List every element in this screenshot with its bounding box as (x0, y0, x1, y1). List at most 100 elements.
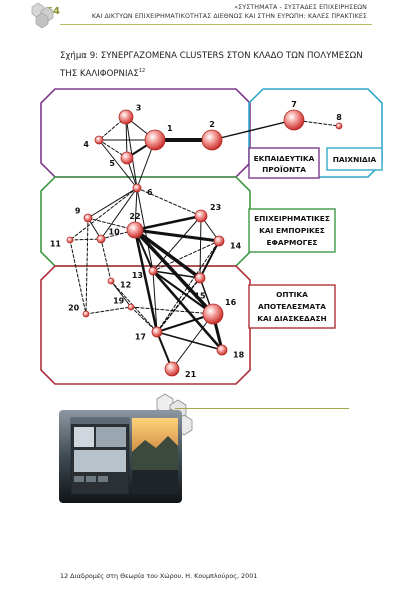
node-label-22: 22 (129, 212, 140, 221)
edge-23-15 (199, 215, 202, 279)
edge-9-20 (85, 217, 89, 315)
edge-6-11 (69, 187, 138, 241)
edge-13-17 (152, 270, 158, 333)
footnote-source: 12 Διαδρομές στη Θεωρία του Χώρου, Η. Κο… (60, 572, 258, 580)
node-label-17: 17 (135, 332, 146, 341)
node-label-5: 5 (109, 159, 115, 168)
node-9 (83, 213, 93, 223)
cluster-region-games (248, 88, 383, 178)
edge-3-6 (125, 116, 138, 189)
node-6 (132, 183, 142, 193)
edge-4-6 (98, 139, 138, 189)
node-label-14: 14 (230, 241, 242, 250)
running-header-line-2: ΚΑΙ ΔΙΚΤΥΩΝ ΕΠΙΧΕΙΡΗΜΑΤΙΚΟΤΗΤΑΣ ΔΙΕΘΝΩΣ … (91, 13, 367, 20)
node-10 (96, 234, 106, 244)
edge-6-9 (87, 187, 138, 219)
node-21 (164, 361, 180, 377)
node-14 (213, 235, 225, 247)
edge-12-17 (110, 280, 158, 333)
edge-22-14 (133, 228, 221, 243)
node-20 (82, 310, 90, 318)
svg-text:ΟΠΤΙΚΑ: ΟΠΤΙΚΑ (276, 290, 308, 299)
node-label-7: 7 (291, 100, 297, 109)
running-header-line-1: «ΣΥΣΤΗΜΑΤΑ - ΣΥΣΤΑΔΕΣ ΕΠΙΧΕΙΡΗΣΕΩΝ (234, 4, 367, 11)
svg-text:ΚΑΙ ΔΙΑΣΚΕΔΑΣΗ: ΚΑΙ ΔΙΑΣΚΕΔΑΣΗ (257, 314, 326, 323)
edge-6-13 (136, 187, 154, 272)
node-label-2: 2 (209, 120, 215, 129)
node-label-19: 19 (113, 296, 125, 305)
node-2 (201, 129, 223, 151)
svg-text:ΠΡΟΪΟΝΤΑ: ΠΡΟΪΟΝΤΑ (262, 165, 306, 174)
node-4 (94, 135, 104, 145)
node-label-1: 1 (167, 124, 173, 133)
figure-caption: Σχήμα 9: ΣΥΝΕΡΓΑΖΟΜΕΝΑ CLUSTERS ΣΤΟΝ ΚΛΑ… (60, 49, 370, 82)
edge-13-16 (152, 270, 214, 315)
node-label-10: 10 (109, 228, 121, 237)
software-screenshot-photo (59, 410, 182, 503)
edge-10-12 (100, 238, 112, 282)
node-15 (194, 272, 206, 284)
node-3 (118, 109, 134, 125)
node-label-4: 4 (83, 140, 89, 149)
edge-17-14 (156, 240, 220, 333)
edge-14-13 (152, 240, 220, 272)
node-label-6: 6 (147, 188, 153, 197)
edge-10-22 (100, 229, 136, 240)
edge-11-20 (69, 239, 87, 315)
node-18 (216, 344, 228, 356)
edge-20-19 (85, 306, 132, 315)
node-22 (126, 221, 144, 239)
svg-text:ΠΑΙΧΝΙΔΙΑ: ΠΑΙΧΝΙΔΙΑ (333, 155, 377, 164)
svg-text:ΑΠΟΤΕΛΕΣΜΑΤΑ: ΑΠΟΤΕΛΕΣΜΑΤΑ (258, 302, 326, 311)
node-label-21: 21 (185, 370, 197, 379)
edge-23-13 (152, 215, 202, 272)
edge-2-7 (211, 119, 295, 141)
node-label-15: 15 (194, 292, 206, 301)
edge-22-17 (133, 228, 159, 334)
edge-11-10 (69, 238, 102, 241)
edge-13-18 (151, 269, 224, 352)
cluster-label-optical: ΟΠΤΙΚΑ ΑΠΟΤΕΛΕΣΜΑΤΑ ΚΑΙ ΔΙΑΣΚΕΔΑΣΗ (248, 284, 336, 329)
photo-rule (175, 408, 349, 409)
header-hexagons (31, 2, 54, 29)
node-19 (127, 303, 135, 311)
node-label-20: 20 (68, 303, 80, 312)
node-16 (202, 303, 224, 325)
cluster-label-business: ΕΠΙΧΕΙΡΗΜΑΤΙΚΕΣ ΚΑΙ ΕΜΠΟΡΙΚΕΣ ΕΦΑΡΜΟΓΕΣ (248, 208, 336, 253)
node-label-11: 11 (50, 240, 62, 249)
node-label-8: 8 (336, 113, 342, 122)
edge-6-10 (100, 187, 138, 240)
header-rule (60, 24, 372, 25)
edge-15-17 (156, 277, 201, 333)
svg-text:ΕΦΑΡΜΟΓΕΣ: ΕΦΑΡΜΟΓΕΣ (267, 238, 318, 247)
node-label-3: 3 (136, 103, 142, 112)
edge-6-23 (136, 187, 202, 217)
edge-17-18 (156, 331, 223, 351)
figure-caption-text: Σχήμα 9: ΣΥΝΕΡΓΑΖΟΜΕΝΑ CLUSTERS ΣΤΟΝ ΚΛΑ… (60, 51, 363, 79)
edge-22-16 (133, 228, 215, 316)
node-label-16: 16 (225, 298, 237, 307)
cluster-label-games: ΠΑΙΧΝΙΔΙΑ (326, 147, 383, 171)
node-17 (151, 326, 163, 338)
node-label-18: 18 (233, 350, 245, 359)
svg-text:ΚΑΙ ΕΜΠΟΡΙΚΕΣ: ΚΑΙ ΕΜΠΟΡΙΚΕΣ (259, 226, 325, 235)
node-1 (144, 129, 166, 151)
node-label-9: 9 (75, 207, 81, 216)
node-11 (66, 236, 74, 244)
cluster-label-educational: ΕΚΠΑΙΔΕΥΤΙΚΑ ΠΡΟΪΟΝΤΑ (248, 147, 320, 179)
node-5 (120, 151, 134, 165)
caption-footnote-ref: 12 (138, 68, 146, 74)
node-13 (148, 266, 158, 276)
edge-22-23 (133, 214, 203, 232)
node-7 (283, 109, 305, 131)
edge-13-15 (152, 270, 201, 279)
cluster-region-optical (40, 265, 251, 385)
svg-text:ΕΠΙΧΕΙΡΗΜΑΤΙΚΕΣ: ΕΠΙΧΕΙΡΗΜΑΤΙΚΕΣ (254, 214, 330, 223)
edge-21-16 (171, 313, 214, 370)
edge-12-19 (110, 280, 132, 308)
node-23 (194, 209, 208, 223)
node-label-23: 23 (210, 203, 221, 212)
edge-14-15 (199, 240, 220, 279)
